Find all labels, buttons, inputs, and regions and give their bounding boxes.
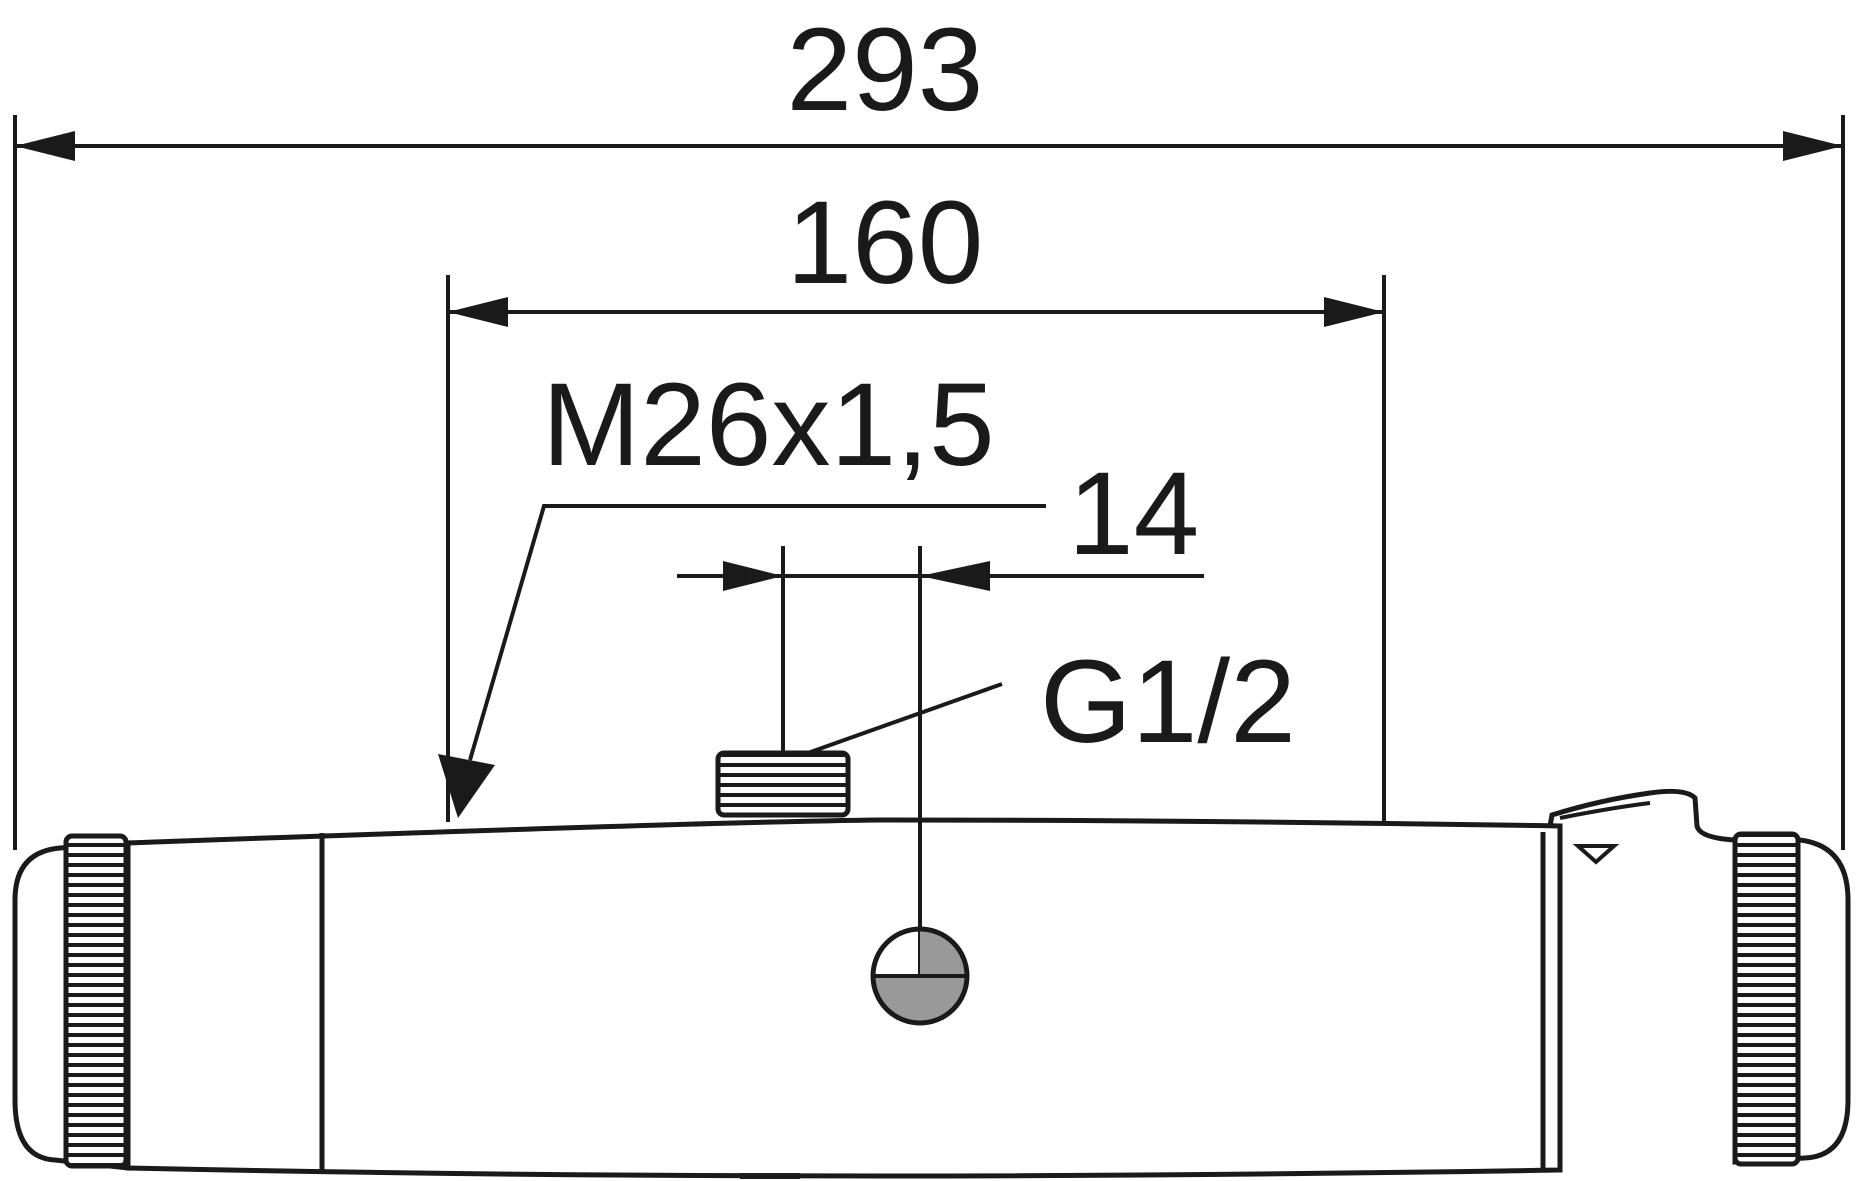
overall-left-arrowhead — [15, 131, 75, 161]
outlet-offset-left-arrowhead — [723, 561, 783, 591]
safety-button-housing — [1547, 788, 1736, 843]
overall-length-dimension: 293 — [13, 4, 1845, 850]
wall-thread-callout: M26x1,5 — [438, 359, 1046, 818]
centre-symbol-quadrant-bottom-left — [873, 976, 920, 1023]
outlet-thread-label: G1/2 — [1040, 636, 1296, 768]
overall-length-value: 293 — [787, 4, 984, 136]
wall-thread-leader-arrowhead — [438, 754, 495, 818]
outlet-offset-dimension: 14 — [677, 448, 1204, 753]
wall-thread-label: M26x1,5 — [542, 359, 995, 491]
outlet-thread-callout: G1/2 — [804, 636, 1296, 768]
centre-symbol-quadrant-bottom-right — [920, 976, 967, 1023]
overall-right-arrowhead — [1783, 131, 1843, 161]
outlet-offset-right-arrowhead — [920, 561, 990, 591]
outlet-thread-leader-line — [804, 682, 1003, 756]
thermostat-body — [12, 788, 1851, 1179]
outlet-offset-value: 14 — [1068, 448, 1199, 580]
left-end-cap — [12, 840, 131, 1171]
wall-thread-leader-line — [468, 504, 1046, 761]
connection-spacing-dimension: 160 — [446, 177, 1386, 822]
connection-spacing-value: 160 — [787, 177, 984, 309]
safety-button-edge — [1559, 801, 1651, 820]
right-knurled-handle — [1732, 831, 1801, 1167]
outlet-nipple-thread — [715, 750, 851, 818]
outlet-nipple — [715, 750, 851, 818]
safety-button-triangle-icon — [1572, 844, 1620, 865]
centre-symbol-quadrant-top-right — [920, 929, 967, 976]
spacing-left-arrowhead — [448, 297, 508, 327]
main-cylinder — [125, 817, 1563, 1179]
outlet-centre-symbol — [870, 926, 970, 1026]
right-end-cap — [1732, 837, 1851, 1165]
left-knurled-handle — [63, 833, 129, 1169]
spacing-right-arrowhead — [1324, 297, 1384, 327]
